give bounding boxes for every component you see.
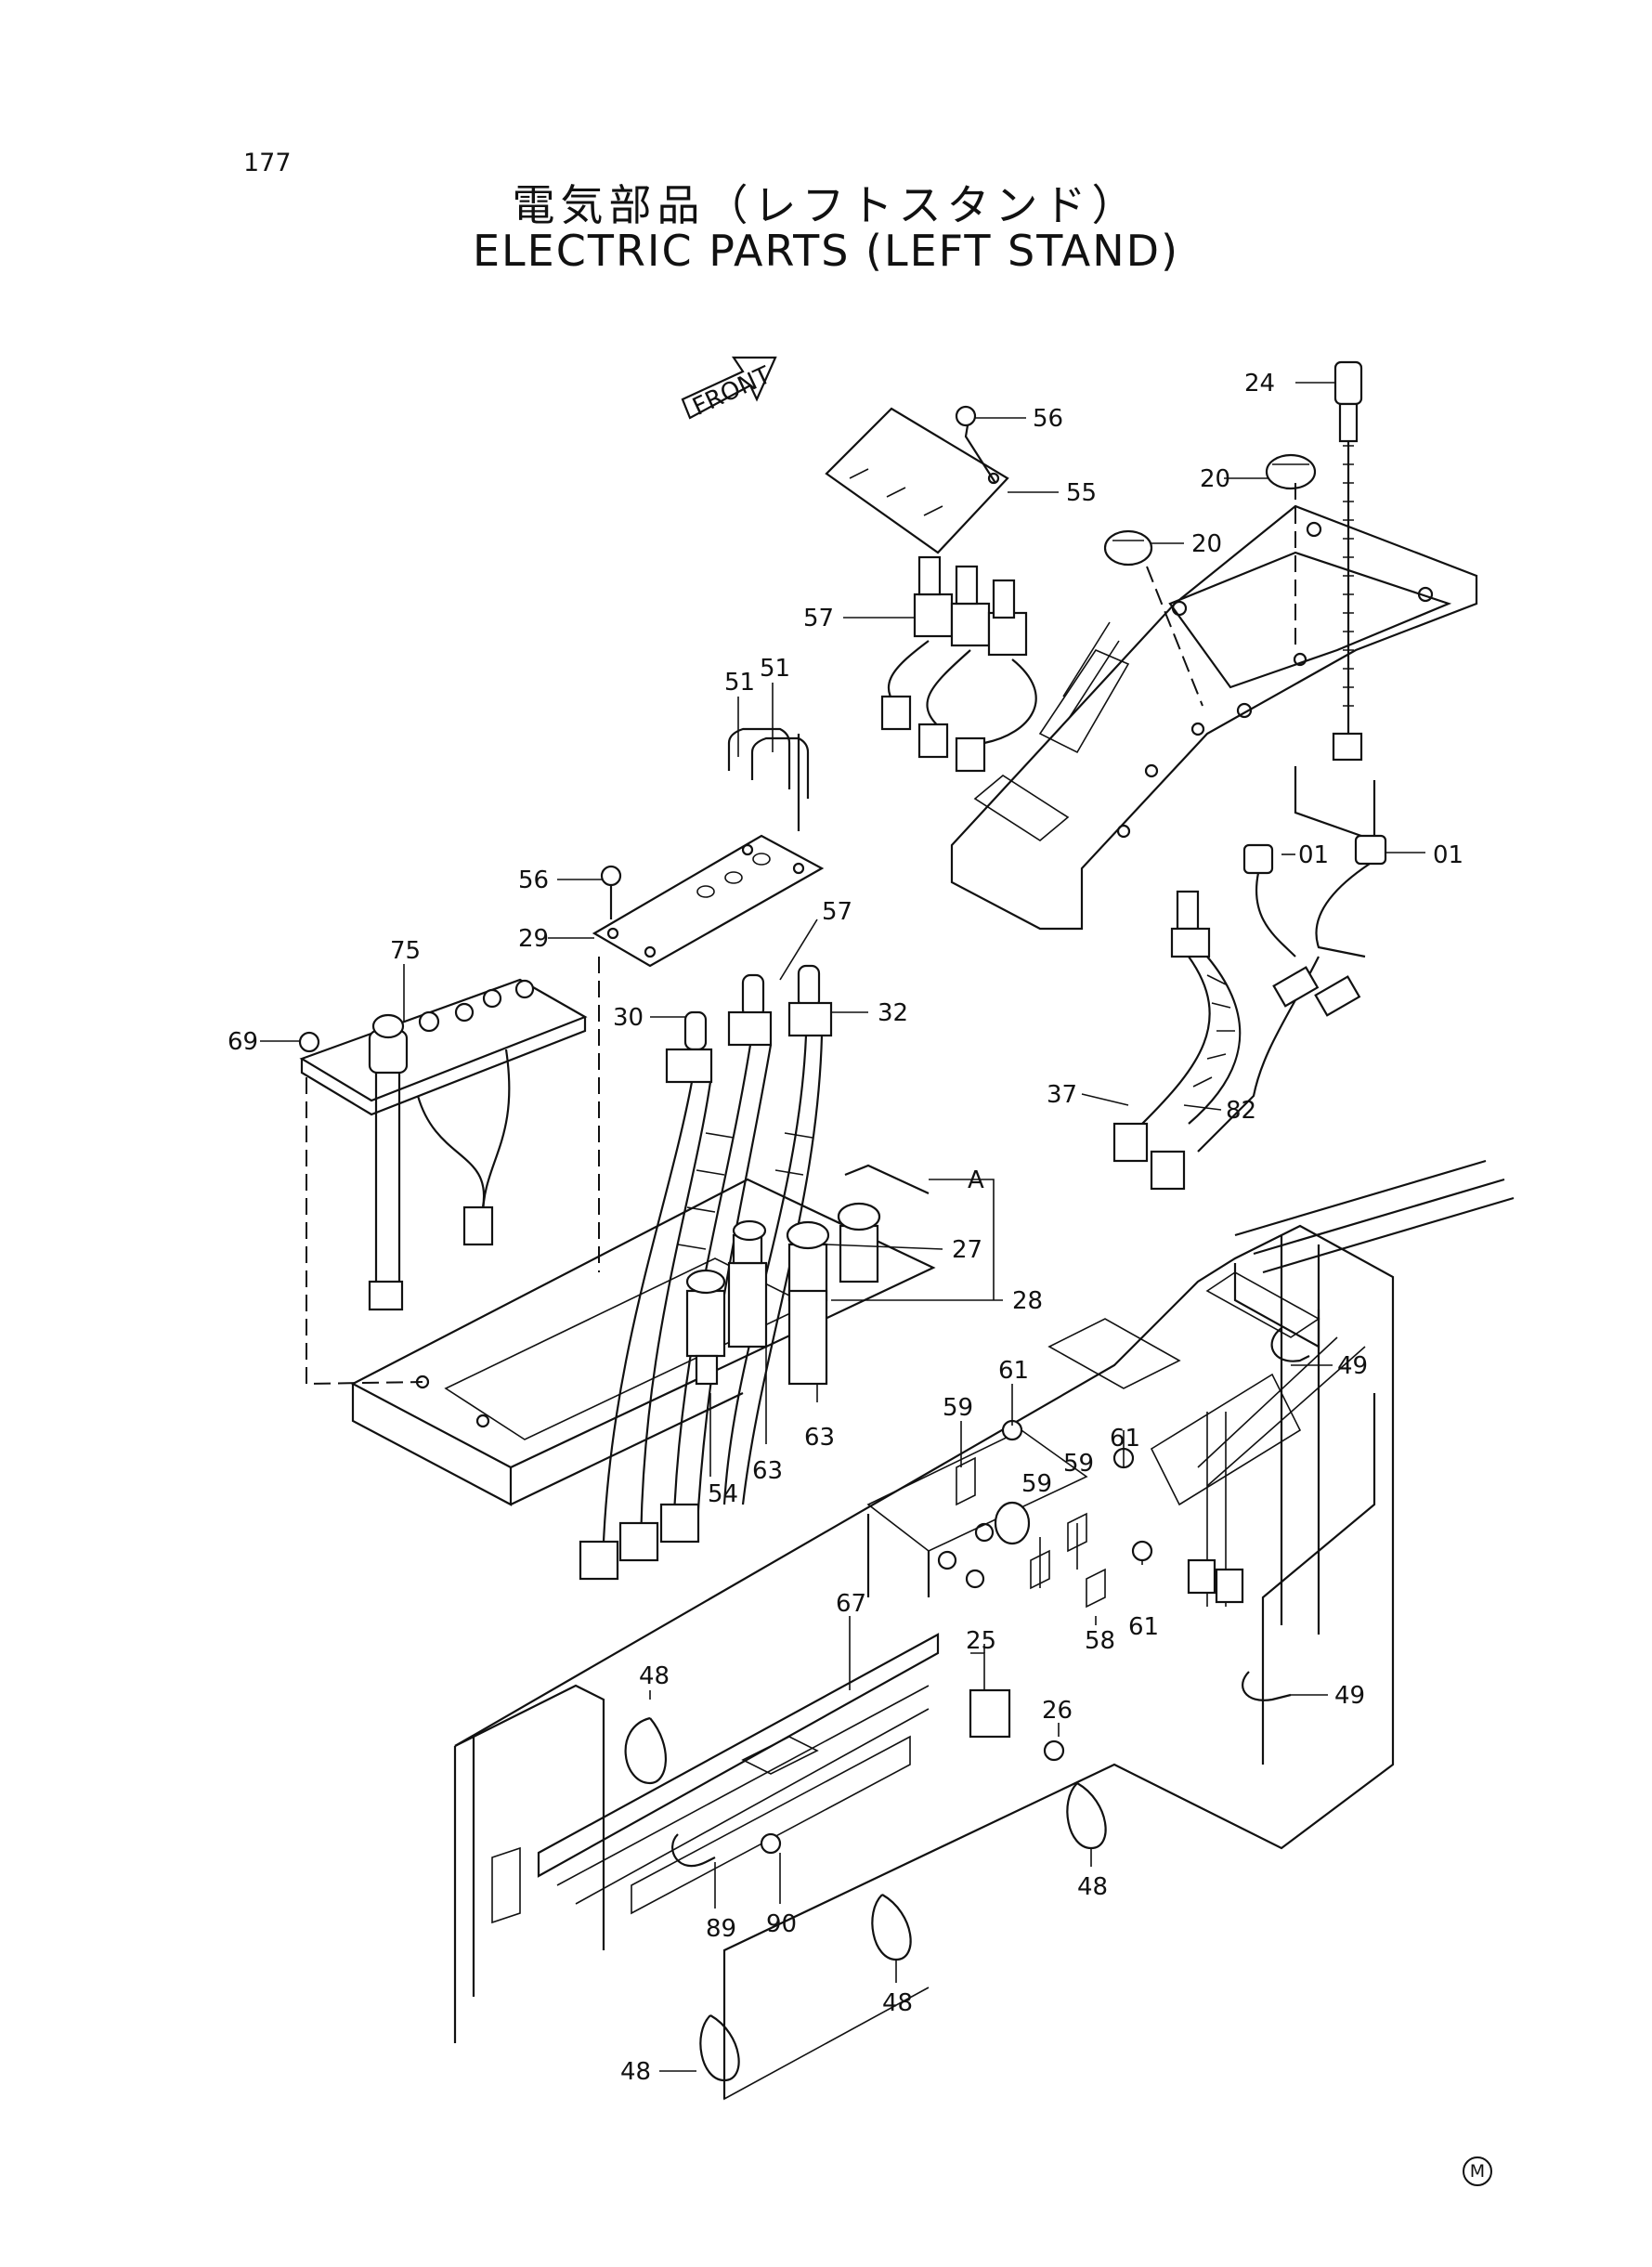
front-arrow-label: FRONT [688, 361, 774, 422]
page-title-japanese: 電気部品（レフトスタンド） [512, 180, 1140, 230]
front-arrow: FRONT [681, 356, 777, 422]
callout-61-lower: 61 [1128, 1613, 1159, 1641]
callout-63-right: 63 [804, 1424, 835, 1452]
callout-63-left: 63 [752, 1457, 783, 1485]
callout-67: 67 [836, 1590, 866, 1618]
callout-61-mid: 61 [1110, 1425, 1140, 1453]
callout-90: 90 [766, 1910, 797, 1938]
callout-82: 82 [1226, 1097, 1256, 1125]
callout-20-upper: 20 [1200, 465, 1230, 493]
callout-37: 37 [1047, 1081, 1077, 1109]
callout-A: A [968, 1166, 984, 1194]
page-title-english: ELECTRIC PARTS (LEFT STAND) [472, 226, 1180, 276]
manufacturer-mark: M [1463, 2156, 1492, 2186]
cap-20 [1103, 453, 1317, 707]
callout-69: 69 [228, 1028, 258, 1056]
callout-01-left: 01 [1298, 841, 1329, 869]
sensor-24 [1294, 360, 1376, 842]
callout-49-lower: 49 [1334, 1682, 1365, 1710]
callout-57-upper: 57 [803, 605, 834, 632]
callout-28: 28 [1012, 1287, 1043, 1315]
upper-right-bracket [950, 504, 1478, 931]
callout-48-right: 48 [1077, 1873, 1108, 1901]
callout-54: 54 [708, 1480, 738, 1508]
callout-48-lower: 48 [620, 2058, 651, 2086]
callout-24: 24 [1244, 370, 1275, 397]
callout-58: 58 [1085, 1627, 1115, 1655]
callout-32: 32 [878, 999, 908, 1027]
callout-59-center: 59 [1021, 1470, 1052, 1498]
callout-51-left: 51 [724, 669, 755, 697]
key-switch-assembly [685, 1164, 930, 1386]
callout-26: 26 [1042, 1697, 1073, 1725]
callout-01-right: 01 [1433, 841, 1463, 869]
page-number: 177 [243, 149, 292, 177]
callout-57-mid: 57 [822, 898, 852, 926]
callout-61-upper: 61 [998, 1357, 1029, 1385]
callout-56-top: 56 [1033, 405, 1063, 433]
switch-panel-75 [298, 978, 588, 1311]
callout-20-lower: 20 [1191, 530, 1222, 558]
callout-56-mid: 56 [518, 866, 549, 894]
plate-55 [825, 405, 1009, 554]
callout-27: 27 [952, 1236, 982, 1264]
base-block [306, 957, 936, 1506]
callout-30: 30 [613, 1004, 644, 1032]
callout-75: 75 [390, 937, 421, 965]
callout-48-upper: 48 [639, 1662, 670, 1690]
callout-59-left: 59 [943, 1394, 973, 1422]
callout-numbers: 24 56 55 20 20 57 51 51 01 01 56 29 57 7… [228, 370, 1463, 2086]
lower-panel [454, 1327, 1310, 2101]
callout-49-upper: 49 [1337, 1352, 1368, 1380]
toggle-switches-57-upper [880, 555, 1037, 773]
callout-89: 89 [706, 1915, 736, 1943]
callout-51-right: 51 [760, 655, 790, 683]
callout-48-center: 48 [882, 1989, 913, 2017]
callout-59-mid: 59 [1063, 1450, 1094, 1478]
callout-29: 29 [518, 925, 549, 953]
callout-55: 55 [1066, 479, 1097, 507]
plate-29 [592, 727, 825, 968]
switch-01-pair [1112, 834, 1387, 1191]
main-frame [453, 1159, 1515, 2099]
switches-30-57-32 [579, 964, 833, 1581]
callout-25: 25 [966, 1627, 996, 1655]
leader-lines [260, 382, 1425, 2072]
